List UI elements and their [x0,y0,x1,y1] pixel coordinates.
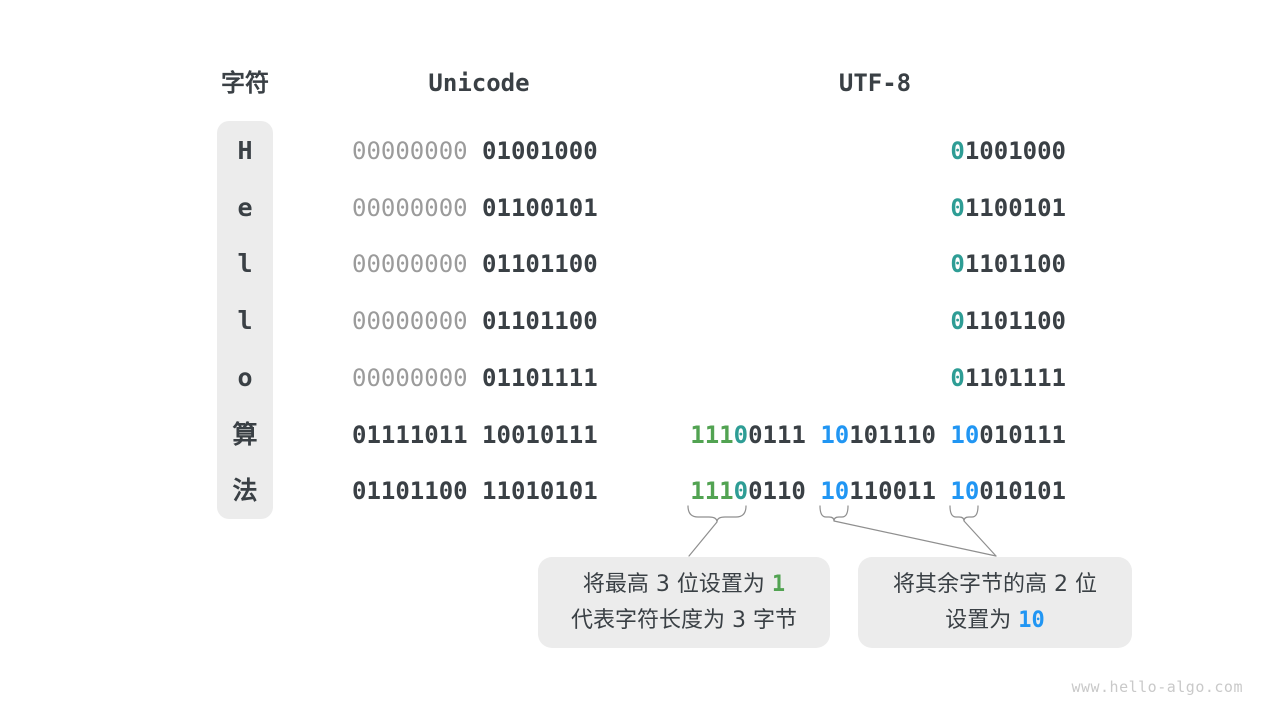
char-cell: 算 [232,419,258,449]
encoding-row: e 00000000 01100101 01100101 [0,191,1280,225]
utf8-value: 01101100 [950,250,1066,279]
char-cell: l [237,306,253,336]
char-cell: o [237,362,253,392]
cont-byte-3-pointer-line [963,520,997,557]
encoding-row: o 00000000 01101111 01101111 [0,361,1280,395]
watermark: www.hello-algo.com [1071,678,1243,696]
callout-line: 将最高 3 位设置为 1 [582,571,786,597]
unicode-value: 01111011 10010111 [352,420,598,449]
unicode-value: 00000000 01001000 [352,137,598,165]
utf8-value: 01101111 [950,363,1066,392]
cont-byte-2-pointer-line [833,520,997,557]
utf8-value: 01001000 [950,137,1066,165]
encoding-row: l 00000000 01101100 01101100 [0,247,1280,281]
header-char: 字符 [221,69,269,97]
utf8-value: 01100101 [950,193,1066,222]
encoding-row: 法 01101100 11010101 11100110 10110011 10… [0,474,1280,508]
char-column-pill [217,121,273,519]
leading-bits-pointer-line [688,521,718,557]
unicode-value: 00000000 01101100 [352,307,598,336]
unicode-value: 00000000 01101111 [352,363,598,392]
encoding-row: H 00000000 01001000 01001000 [0,134,1280,168]
header-unicode: Unicode [428,69,530,97]
underbrace-cont-byte-3 [949,505,979,522]
underbrace-leading-bits [687,505,747,523]
callout-line: 代表字符长度为 3 字节 [571,607,797,633]
utf8-value: 11100111 10101110 10010111 [690,420,1066,449]
callout-line: 设置为 10 [945,607,1045,633]
callout-continuation-byte: 将其余字节的高 2 位设置为 10 [858,557,1132,648]
char-cell: e [237,192,253,222]
char-cell: l [237,249,253,279]
unicode-value: 00000000 01101100 [352,250,598,279]
underbrace-cont-byte-2 [819,505,849,522]
callout-leading-byte: 将最高 3 位设置为 1 代表字符长度为 3 字节 [538,557,830,648]
char-cell: 法 [232,476,258,506]
utf8-value: 11100110 10110011 10010101 [690,477,1066,506]
char-cell: H [237,136,253,165]
encoding-row: l 00000000 01101100 01101100 [0,304,1280,338]
callout-line: 将其余字节的高 2 位 [893,571,1097,597]
encoding-row: 算 01111011 10010111 11100111 10101110 10… [0,418,1280,452]
unicode-value: 01101100 11010101 [352,477,598,506]
header-utf8: UTF-8 [838,69,912,97]
utf8-value: 01101100 [950,307,1066,336]
unicode-value: 00000000 01100101 [352,193,598,222]
